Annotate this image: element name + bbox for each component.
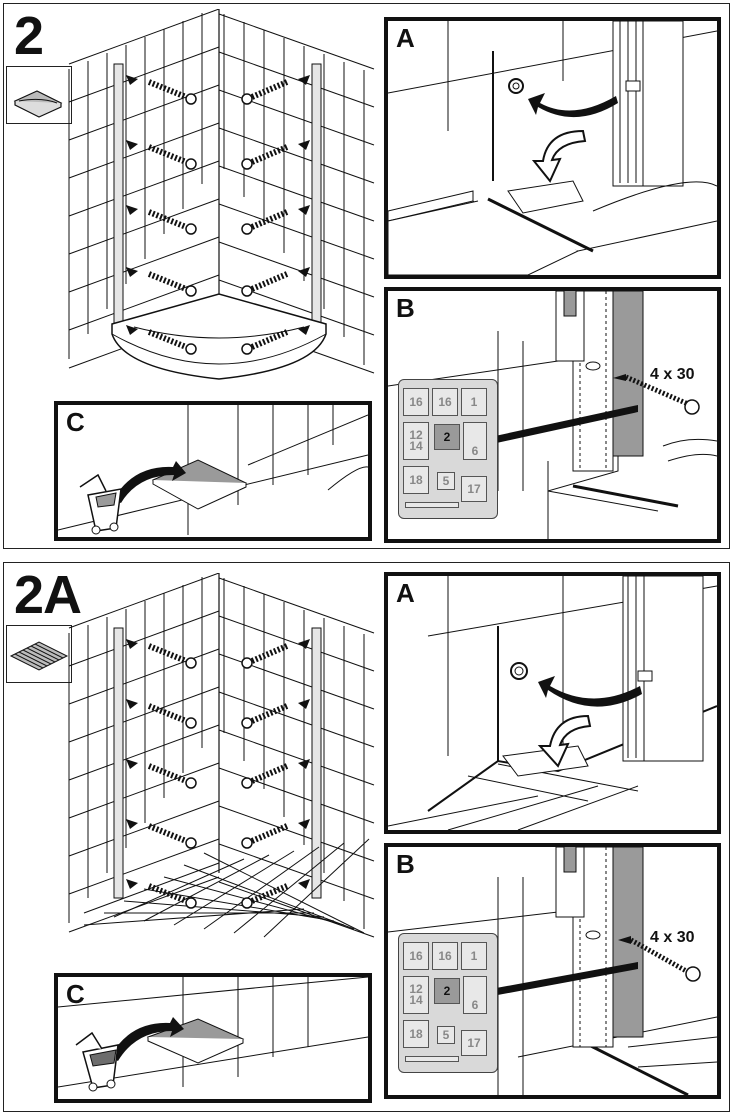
screw xyxy=(126,759,197,789)
screw xyxy=(241,819,310,849)
screw xyxy=(126,140,197,170)
dispose-protective-cover-drawing xyxy=(58,405,368,535)
panel-letter-b: B xyxy=(396,293,415,323)
legend-cell-highlighted: 2 xyxy=(434,424,460,450)
legend-cell: 6 xyxy=(463,976,487,1014)
quarter-round-tray-icon xyxy=(6,66,72,124)
screw xyxy=(241,699,310,729)
legend-cell: 6 xyxy=(463,422,487,460)
wall-plug-removal-drawing xyxy=(388,21,717,275)
legend-cell: 17 xyxy=(461,1030,487,1056)
panel-letter-b: B xyxy=(396,849,415,879)
detail-panel-c: C xyxy=(54,973,372,1103)
legend-cell: 1 xyxy=(461,388,487,416)
legend-cell: 1 xyxy=(461,942,487,970)
wall-plug-removal-drawing xyxy=(388,576,717,830)
dispose-protective-cover-drawing xyxy=(58,977,368,1092)
screw xyxy=(241,75,310,105)
panel-letter-c: C xyxy=(66,407,85,437)
left-profile xyxy=(113,63,124,335)
screw xyxy=(241,879,310,909)
screw xyxy=(126,879,197,909)
tiled-floor-icon xyxy=(6,625,72,683)
screw xyxy=(126,325,197,355)
parts-legend: 16 16 1 12 14 2 6 18 5 17 xyxy=(398,379,498,519)
profile-screw-drawing: 4 x 30 xyxy=(388,291,717,539)
detail-panel-b: B 4 x 30 16 16 1 12 14 2 xyxy=(384,287,721,543)
legend-cell: 12 14 xyxy=(403,422,429,460)
screw xyxy=(241,325,310,355)
detail-panel-c: C xyxy=(54,401,372,541)
legend-bar xyxy=(405,502,459,508)
screw xyxy=(241,759,310,789)
screw xyxy=(241,205,310,235)
parts-legend: 16 16 1 12 14 2 6 18 5 17 xyxy=(398,933,498,1073)
step-number: 2 xyxy=(14,6,44,66)
tiled-floor xyxy=(83,838,370,938)
legend-cell: 16 xyxy=(403,942,429,970)
shower-tray xyxy=(111,293,327,380)
panel-letter-a: A xyxy=(396,23,415,53)
screw-size-label: 4 x 30 xyxy=(650,366,695,383)
screw xyxy=(126,639,197,669)
legend-cell: 18 xyxy=(403,466,429,494)
shower-corner-drawing xyxy=(68,573,375,938)
legend-cell: 12 14 xyxy=(403,976,429,1014)
wall-tiles xyxy=(68,9,375,374)
right-profile xyxy=(311,627,322,899)
legend-cell: 5 xyxy=(437,472,455,490)
profile-screw-drawing: 4 x 30 xyxy=(388,847,717,1095)
step-2-section: 2 A xyxy=(3,3,730,549)
screw xyxy=(241,639,310,669)
detail-panel-b: B 4 x 30 16 16 1 12 14 2 6 18 xyxy=(384,843,721,1099)
screw xyxy=(241,267,310,297)
legend-bar xyxy=(405,1056,459,1062)
legend-cell: 5 xyxy=(437,1026,455,1044)
legend-cell: 18 xyxy=(403,1020,429,1048)
wall-tiles xyxy=(68,573,375,938)
screw xyxy=(126,699,197,729)
shower-corner-drawing xyxy=(68,9,375,380)
screw xyxy=(126,267,197,297)
screw xyxy=(126,205,197,235)
screw xyxy=(126,75,197,105)
screw-size-label: 4 x 30 xyxy=(650,929,695,946)
detail-panel-a: A xyxy=(384,572,721,834)
panel-letter-c: C xyxy=(66,979,85,1009)
screw xyxy=(241,140,310,170)
legend-cell: 16 xyxy=(403,388,429,416)
right-profile xyxy=(311,63,322,335)
step-2a-section: 2A A B xyxy=(3,562,730,1112)
legend-cell-highlighted: 2 xyxy=(434,978,460,1004)
detail-panel-a: A xyxy=(384,17,721,279)
panel-letter-a: A xyxy=(396,578,415,608)
legend-cell: 17 xyxy=(461,476,487,502)
legend-cell: 16 xyxy=(432,388,458,416)
screw xyxy=(126,819,197,849)
legend-cell: 16 xyxy=(432,942,458,970)
left-profile xyxy=(113,627,124,899)
step-number: 2A xyxy=(14,565,82,625)
